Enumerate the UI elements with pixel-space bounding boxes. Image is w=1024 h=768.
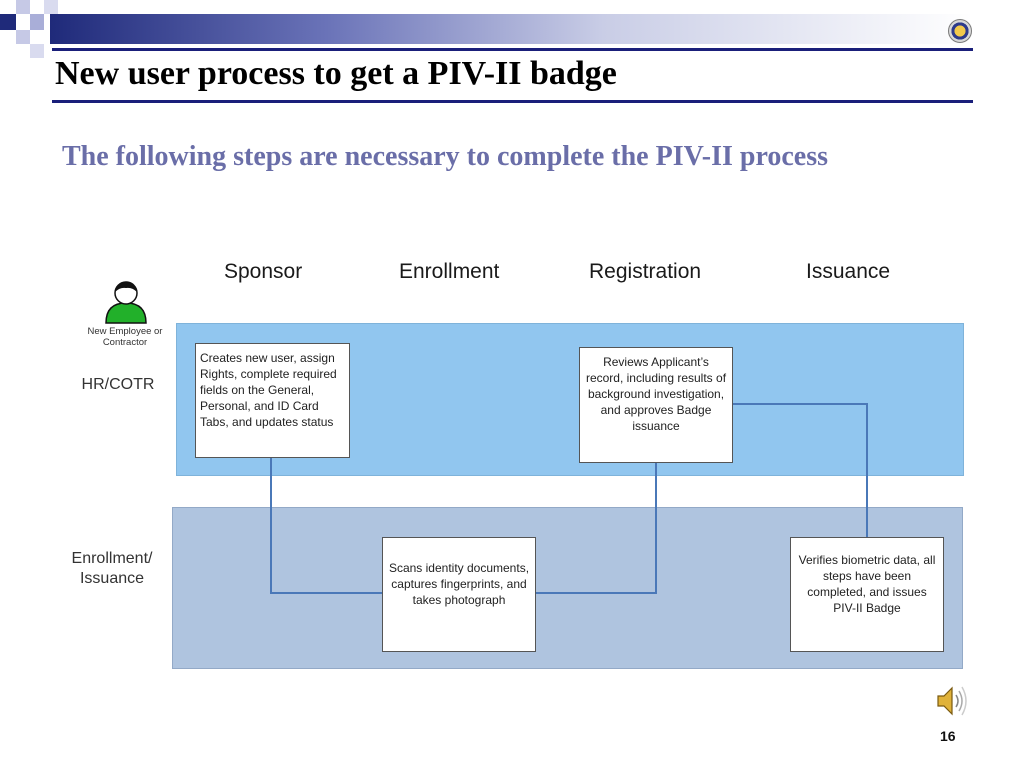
lane-label-enrollment-issuance: Enrollment/ Issuance (71, 550, 153, 587)
speaker-icon[interactable] (934, 684, 970, 718)
step-enrollment: Scans identity documents, captures finge… (382, 537, 536, 652)
connector-enrollment-to-registration (535, 462, 657, 594)
connector-registration-to-issuance (732, 403, 868, 537)
person-icon (105, 281, 147, 324)
step-issuance: Verifies biometric data, all steps have … (790, 537, 944, 652)
corner-square-light (44, 0, 58, 14)
column-header-enrollment: Enrollment (399, 260, 500, 283)
seal-icon (948, 19, 972, 43)
slide-subtitle: The following steps are necessary to com… (62, 141, 829, 172)
corner-square-light (30, 44, 44, 58)
page-number: 16 (940, 728, 956, 744)
corner-square-light (16, 30, 30, 44)
header-rule-bottom (52, 100, 973, 103)
slide-title: New user process to get a PIV-II badge (55, 55, 617, 92)
person-label: New Employee or Contractor (87, 326, 163, 348)
column-header-issuance: Issuance (806, 260, 891, 283)
connector-sponsor-to-enrollment (270, 458, 383, 594)
column-header-sponsor: Sponsor (224, 260, 303, 283)
step-sponsor: Creates new user, assign Rights, complet… (195, 343, 350, 458)
corner-square-dark (0, 14, 16, 30)
step-registration: Reviews Applicant’s record, including re… (579, 347, 733, 463)
column-header-registration: Registration (589, 260, 702, 283)
corner-square-light (30, 14, 44, 30)
header-rule-top (52, 48, 973, 51)
header-gradient-bar (50, 14, 972, 44)
corner-square-light (16, 0, 30, 14)
lane-label-hr-cotr: HR/COTR (81, 376, 155, 393)
